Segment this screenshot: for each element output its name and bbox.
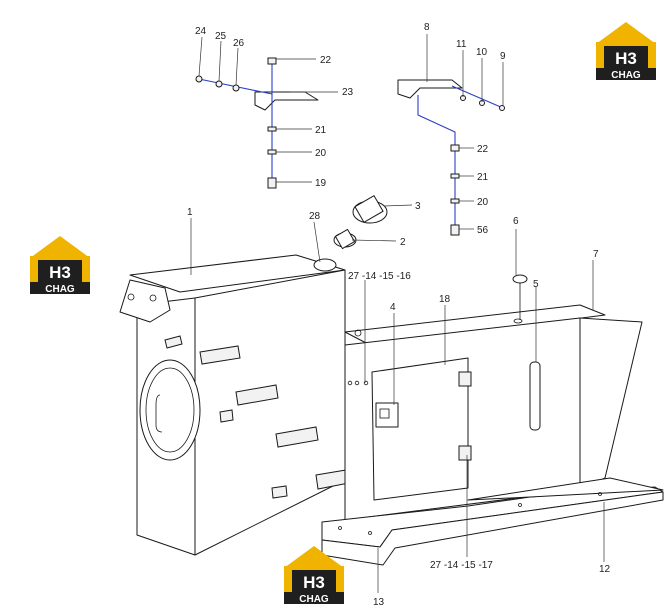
rear-section — [344, 274, 643, 521]
brand-logo-bottom: H3 CHAG — [284, 546, 344, 605]
bracket-left — [254, 91, 319, 111]
callout-20a: 20 — [315, 148, 327, 159]
tank-body — [119, 254, 355, 556]
callout-24: 24 — [195, 26, 207, 37]
logo-caption: CHAG — [45, 284, 75, 295]
logo-mark: H3 — [303, 573, 325, 592]
callout-27-top: 27 -14 -15 -16 — [348, 271, 411, 282]
bracket-left-group — [195, 57, 319, 189]
access-door — [371, 357, 469, 501]
brand-logo-top-right: H3 CHAG — [596, 22, 656, 81]
callout-7: 7 — [593, 249, 599, 260]
callout-18: 18 — [439, 294, 451, 305]
logo-caption: CHAG — [299, 594, 329, 605]
callout-56: 56 — [477, 225, 489, 236]
mounting-pads — [164, 335, 355, 499]
callout-22a: 22 — [320, 55, 332, 66]
gauge-panel — [375, 402, 399, 428]
callout-21b: 21 — [477, 172, 489, 183]
callout-6: 6 — [513, 216, 519, 227]
callout-4: 4 — [390, 302, 396, 313]
callout-23: 23 — [342, 87, 354, 98]
door-hinge-top — [458, 371, 472, 387]
callout-26: 26 — [233, 38, 245, 49]
callout-9: 9 — [500, 51, 506, 62]
callout-28: 28 — [309, 211, 321, 222]
brand-logo-left: H3 CHAG — [30, 236, 90, 295]
logo-mark: H3 — [615, 49, 637, 68]
door-hinge-bottom — [458, 445, 472, 461]
callout-22b: 22 — [477, 144, 489, 155]
callout-10: 10 — [476, 47, 488, 58]
callout-19: 19 — [315, 178, 327, 189]
filler-cap — [512, 274, 528, 284]
inspection-cover — [139, 359, 201, 461]
base-plates — [321, 477, 664, 566]
callout-27-bottom: 27 -14 -15 -17 — [430, 560, 493, 571]
callout-11: 11 — [456, 39, 467, 50]
callout-13: 13 — [373, 597, 385, 608]
sight-glass — [529, 361, 541, 431]
callout-21a: 21 — [315, 125, 327, 136]
callout-5: 5 — [533, 279, 539, 290]
bracket-right — [397, 79, 463, 99]
callout-20b: 20 — [477, 197, 489, 208]
callout-2: 2 — [400, 237, 406, 248]
callout-12: 12 — [599, 564, 611, 575]
bracket-right-group — [397, 79, 505, 236]
logo-mark: H3 — [49, 263, 71, 282]
callout-1: 1 — [187, 207, 193, 218]
logo-caption: CHAG — [611, 70, 641, 81]
filler-neck — [313, 258, 337, 272]
leader-lines — [190, 34, 605, 593]
callout-25: 25 — [215, 31, 227, 42]
callout-3: 3 — [415, 201, 421, 212]
base-plate-rear — [467, 477, 664, 501]
callout-labels: 1 2 3 4 5 6 7 8 9 10 11 12 13 18 19 20 2… — [187, 22, 611, 608]
callout-8: 8 — [424, 22, 430, 33]
